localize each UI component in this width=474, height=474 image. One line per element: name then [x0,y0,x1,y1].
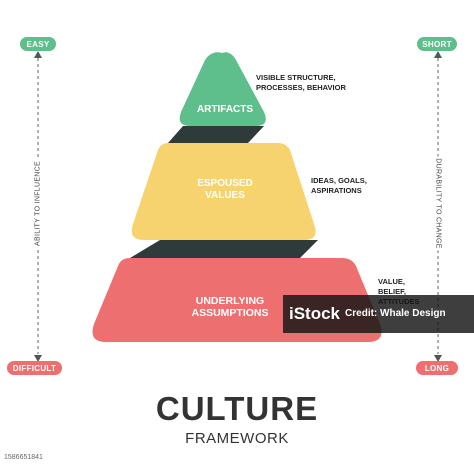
stock-id: 1586651841 [4,454,43,461]
artifacts-label: ARTIFACTS [196,104,254,115]
difficult-label: DIFFICULT [7,361,62,375]
diagram-subtitle: FRAMEWORK [185,430,289,447]
espoused-values-label: ESPOUSED VALUES [197,178,253,201]
long-label: LONG [416,361,458,375]
left-axis-arrow [34,51,42,362]
watermark-credit: Credit: Whale Design [345,308,446,319]
artifacts-layer [179,52,266,126]
espoused-values-description: IDEAS, GOALS, ASPIRATIONS [311,176,367,195]
easy-label: EASY [20,37,56,51]
espoused-values-layer [131,143,316,240]
watermark-logo: iStock [289,304,341,323]
stock-watermark: iStock Credit: Whale Design [283,295,474,333]
underlying-assumptions-label: UNDERLYING ASSUMPTIONS [191,295,269,319]
connector-top [168,126,264,143]
artifacts-description: VISIBLE STRUCTURE, PROCESSES, BEHAVIOR [256,73,346,92]
short-label: SHORT [417,37,457,51]
diagram-title: CULTURE [155,390,319,427]
connector-bottom [130,240,318,258]
